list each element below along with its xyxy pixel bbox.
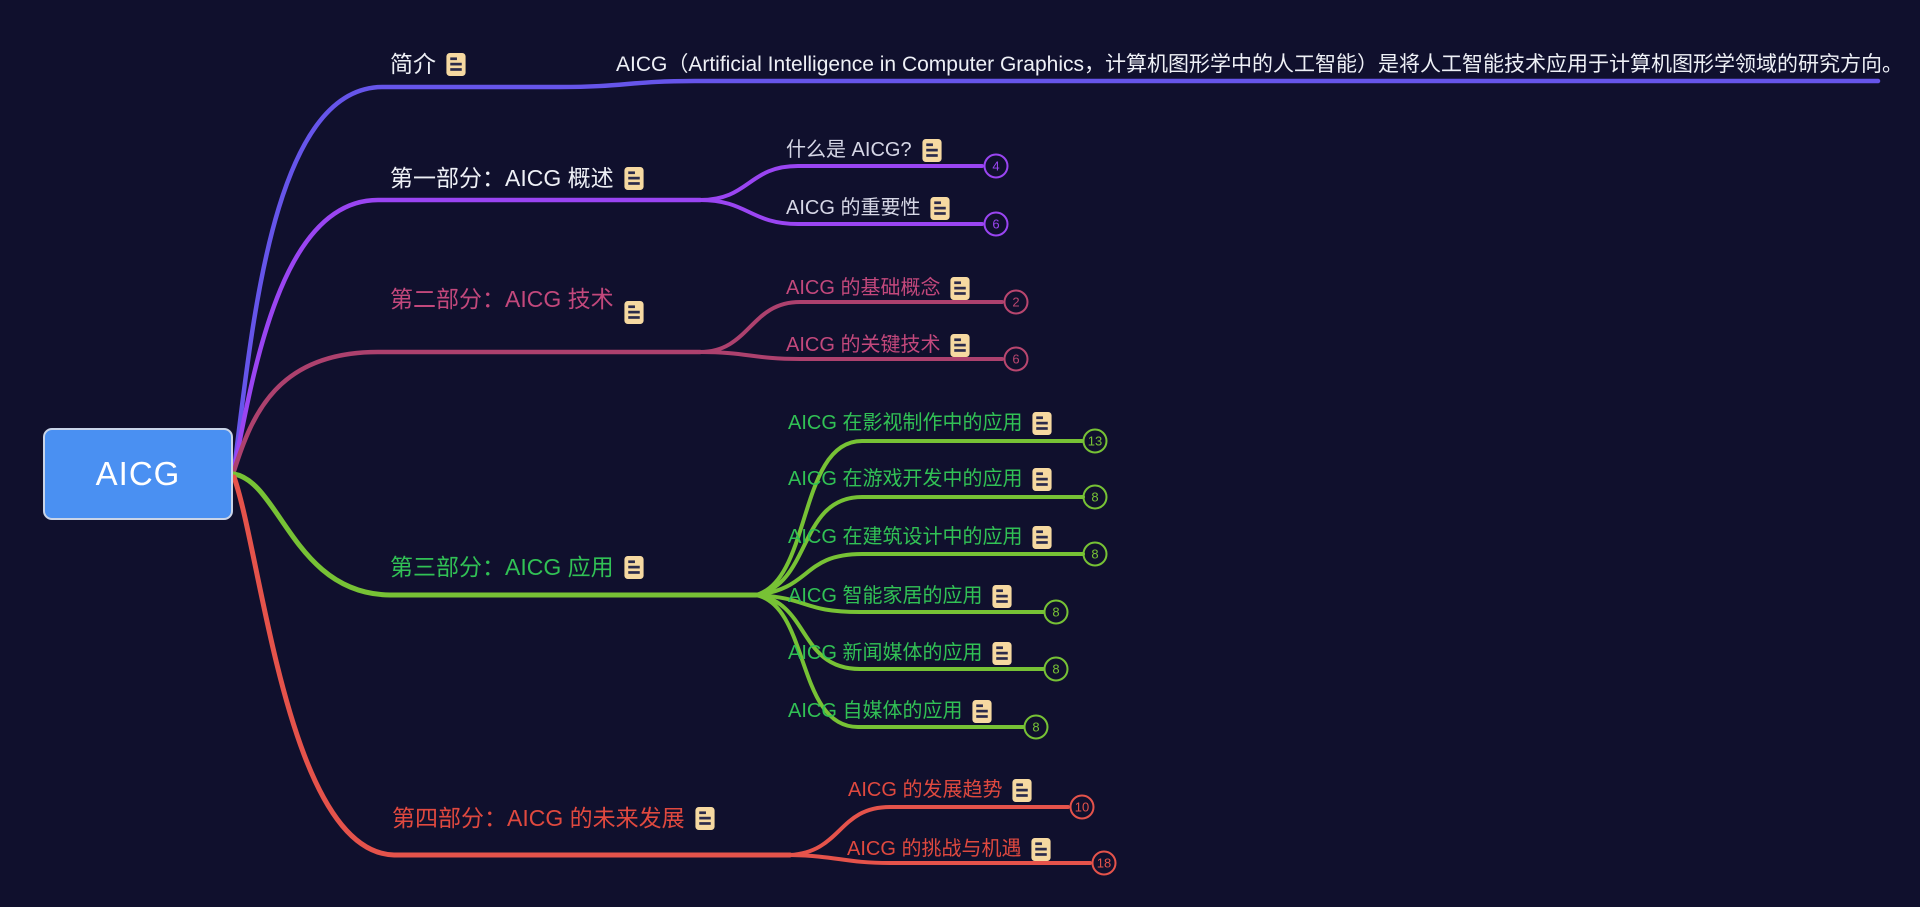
node-what-is-aicg-label: 什么是 AICG?	[786, 139, 912, 161]
note-icon[interactable]	[1031, 838, 1051, 861]
node-aicg-key-tech-label: AICG 的关键技术	[786, 334, 941, 356]
edge-part3-child1	[754, 439, 1084, 597]
note-icon[interactable]	[446, 53, 466, 76]
node-app-news-media-label: AICG 新闻媒体的应用	[788, 642, 983, 664]
edge-part2-child2	[698, 350, 1004, 361]
collapsed-count-badge[interactable]: 6	[983, 211, 1009, 237]
node-app-film[interactable]: AICG 在影视制作中的应用	[788, 410, 1052, 436]
node-challenges-opportunities[interactable]: AICG 的挑战与机遇	[847, 836, 1051, 862]
collapsed-count-badge[interactable]: 2	[1003, 289, 1029, 315]
edge-intro	[231, 78, 1881, 473]
node-future-trends[interactable]: AICG 的发展趋势	[848, 777, 1032, 803]
edge-part3-child5	[754, 593, 1045, 671]
note-icon[interactable]	[695, 807, 715, 830]
edge-part2-child1	[698, 300, 1004, 354]
note-icon[interactable]	[972, 700, 992, 723]
node-app-architecture-label: AICG 在建筑设计中的应用	[788, 526, 1023, 548]
edge-part3-child4	[754, 593, 1045, 614]
note-icon[interactable]	[950, 334, 970, 357]
collapsed-count-badge[interactable]: 4	[983, 153, 1009, 179]
note-icon[interactable]	[950, 277, 970, 300]
note-icon[interactable]	[922, 139, 942, 162]
note-icon[interactable]	[992, 642, 1012, 665]
node-app-smart-home[interactable]: AICG 智能家居的应用	[788, 583, 1012, 609]
collapsed-count-badge[interactable]: 8	[1043, 599, 1069, 625]
node-app-news-media[interactable]: AICG 新闻媒体的应用	[788, 640, 1012, 666]
collapsed-count-badge[interactable]: 8	[1043, 656, 1069, 682]
edge-part1-child1	[698, 164, 984, 202]
collapsed-count-badge[interactable]: 8	[1082, 484, 1108, 510]
note-icon[interactable]	[930, 197, 950, 220]
node-intro[interactable]: 简介	[390, 51, 466, 77]
collapsed-count-badge[interactable]: 8	[1082, 541, 1108, 567]
node-aicg-importance-label: AICG 的重要性	[786, 197, 921, 219]
collapsed-count-badge[interactable]: 18	[1091, 850, 1117, 876]
node-part1-label: 第一部分：AICG 概述	[390, 165, 614, 191]
node-part2[interactable]: 第二部分：AICG 技术	[390, 286, 644, 312]
note-icon[interactable]	[1012, 779, 1032, 802]
edge-part4-child2	[788, 853, 1092, 865]
note-icon[interactable]	[1032, 468, 1052, 491]
node-app-smart-home-label: AICG 智能家居的应用	[788, 585, 983, 607]
node-aicg-importance[interactable]: AICG 的重要性	[786, 195, 950, 221]
node-intro-label: 简介	[390, 51, 436, 77]
edge-part3	[231, 471, 759, 598]
collapsed-count-badge[interactable]: 13	[1082, 428, 1108, 454]
note-icon[interactable]	[624, 556, 644, 579]
root-node[interactable]: AICG	[43, 428, 233, 520]
node-intro-text-label: AICG（Artificial Intelligence in Computer…	[616, 53, 1904, 76]
note-icon[interactable]	[1032, 412, 1052, 435]
edge-part4	[231, 474, 793, 858]
node-what-is-aicg[interactable]: 什么是 AICG?	[786, 137, 942, 163]
collapsed-count-badge[interactable]: 8	[1023, 714, 1049, 740]
edge-part1	[231, 197, 703, 473]
collapsed-count-badge[interactable]: 6	[1003, 346, 1029, 372]
node-part2-label: 第二部分：AICG 技术	[390, 286, 614, 312]
edge-part3-child2	[754, 495, 1085, 597]
node-aicg-basics-label: AICG 的基础概念	[786, 277, 941, 299]
note-icon[interactable]	[624, 167, 644, 190]
node-aicg-basics[interactable]: AICG 的基础概念	[786, 275, 970, 301]
note-icon[interactable]	[1032, 526, 1052, 549]
collapsed-count-badge[interactable]: 10	[1069, 794, 1095, 820]
node-part4[interactable]: 第四部分：AICG 的未来发展	[392, 805, 715, 831]
node-app-film-label: AICG 在影视制作中的应用	[788, 412, 1023, 434]
node-app-self-media-label: AICG 自媒体的应用	[788, 700, 963, 722]
note-icon[interactable]	[992, 585, 1012, 608]
node-future-trends-label: AICG 的发展趋势	[848, 779, 1003, 801]
node-part4-label: 第四部分：AICG 的未来发展	[392, 805, 685, 831]
edge-part4-child1	[788, 805, 1070, 857]
node-app-game[interactable]: AICG 在游戏开发中的应用	[788, 466, 1052, 492]
node-part3[interactable]: 第三部分：AICG 应用	[390, 554, 644, 580]
edge-part1-child2	[698, 198, 984, 226]
node-aicg-key-tech[interactable]: AICG 的关键技术	[786, 332, 970, 358]
node-part3-label: 第三部分：AICG 应用	[390, 554, 614, 580]
node-part1[interactable]: 第一部分：AICG 概述	[390, 165, 644, 191]
edge-part2	[231, 349, 703, 474]
edge-part3-child6	[754, 593, 1025, 729]
root-label: AICG	[95, 455, 181, 492]
note-icon[interactable]	[624, 301, 644, 324]
node-intro-text[interactable]: AICG（Artificial Intelligence in Computer…	[616, 52, 1903, 78]
node-app-self-media[interactable]: AICG 自媒体的应用	[788, 698, 992, 724]
edge-part3-child3	[754, 552, 1085, 597]
node-app-game-label: AICG 在游戏开发中的应用	[788, 468, 1023, 490]
node-app-architecture[interactable]: AICG 在建筑设计中的应用	[788, 524, 1052, 550]
node-challenges-opportunities-label: AICG 的挑战与机遇	[847, 838, 1022, 860]
